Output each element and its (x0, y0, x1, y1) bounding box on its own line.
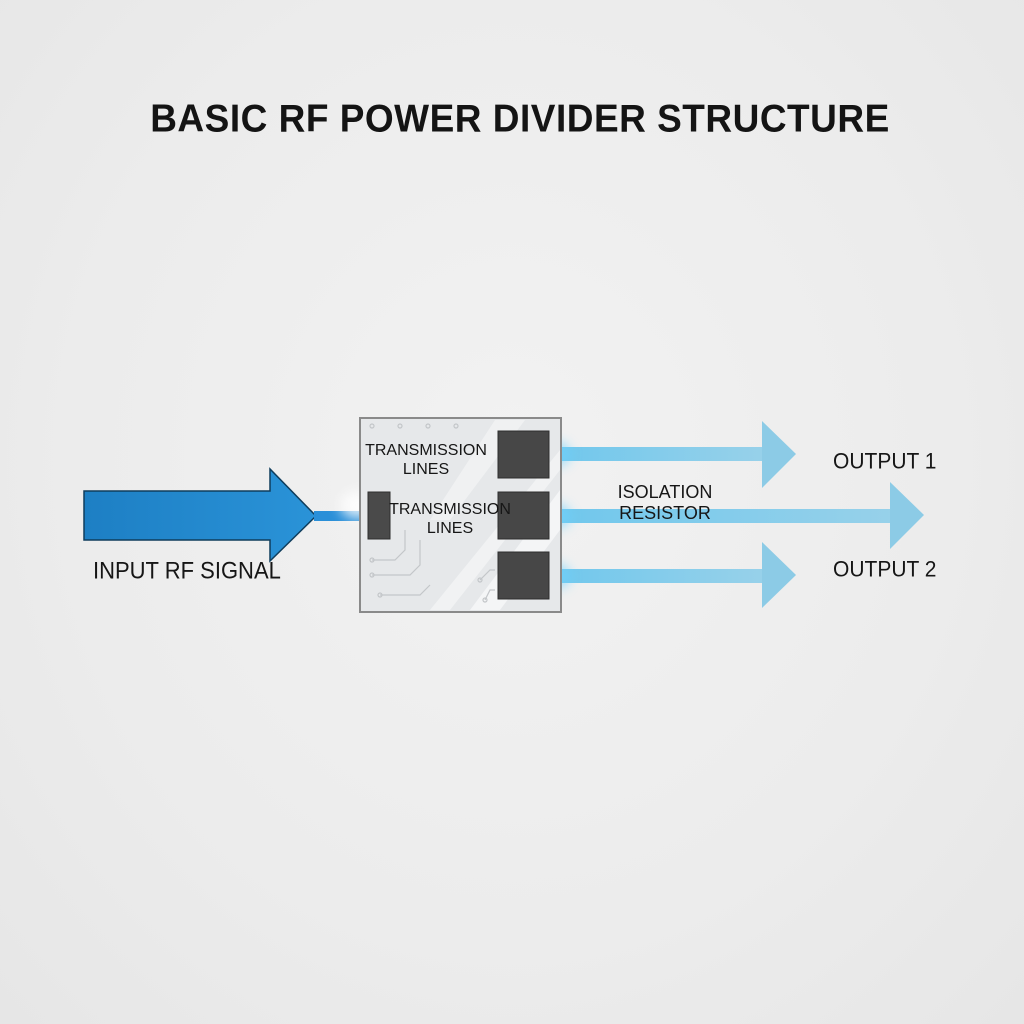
input-arrow (83, 467, 318, 563)
output-arrow-2 (548, 542, 796, 608)
transmission-lines-label-middle: TRANSMISSION LINES (389, 501, 511, 537)
output-port-component-1 (497, 430, 550, 479)
isolation-resistor-label: ISOLATION RESISTOR (617, 482, 713, 523)
input-connector-line (314, 511, 372, 521)
divider-chip (359, 417, 562, 613)
output-arrow-1 (548, 421, 796, 488)
output-1-label: OUTPUT 1 (833, 449, 937, 474)
input-rf-signal-label: INPUT RF SIGNAL (93, 556, 281, 584)
isolation-resistor-component (497, 491, 550, 540)
output-2-label: OUTPUT 2 (833, 557, 937, 582)
input-port-component (367, 491, 391, 540)
output-arrow-isolation (548, 482, 924, 549)
output-port-component-2 (497, 551, 550, 600)
page-title: BASIC RF POWER DIVIDER STRUCTURE (150, 96, 890, 141)
circuit-traces (369, 423, 495, 603)
transmission-lines-label-top: TRANSMISSION LINES (365, 442, 487, 478)
